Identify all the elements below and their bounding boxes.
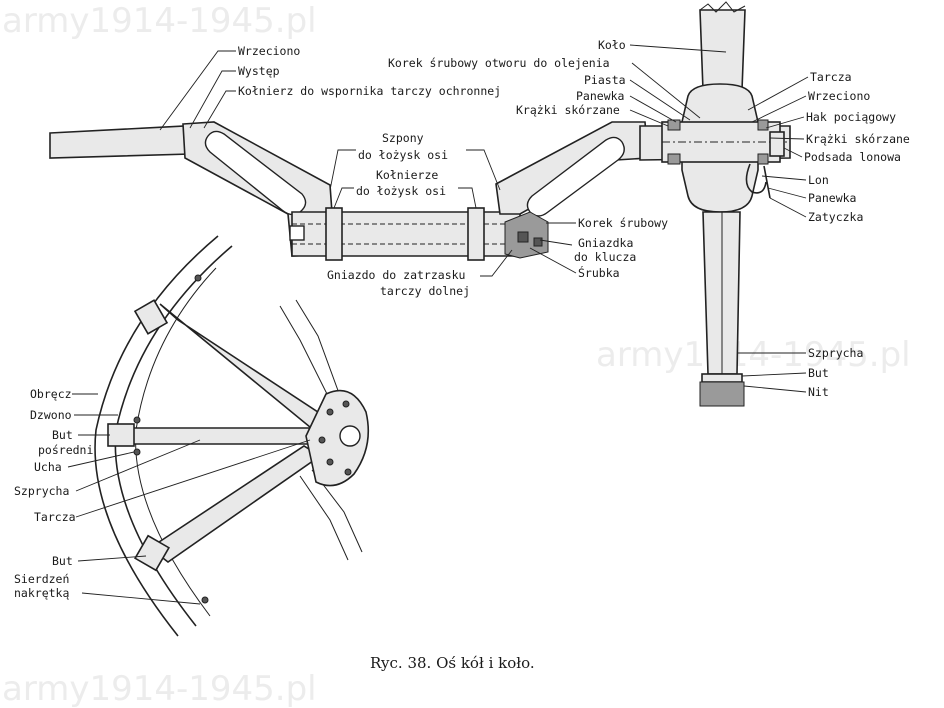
label-kolnierz-wspornika: Kołnierz do wspornika tarczy ochronnej (238, 84, 501, 98)
label-gniazdo-zatrzasku-2: tarczy dolnej (380, 284, 470, 298)
label-kolnierze-1: Kołnierze (376, 168, 438, 182)
label-gniazdka-1: Gniazdka (578, 236, 633, 250)
label-hak: Hak pociągowy (806, 110, 896, 124)
label-sierdzen-2: nakrętką (14, 586, 69, 600)
label-panewka-right: Panewka (808, 191, 856, 205)
label-krazki-right: Krążki skórzane (806, 132, 910, 146)
label-nit: Nit (808, 385, 829, 399)
label-szprycha-hub: Szprycha (808, 346, 863, 360)
label-wrzeciono: Wrzeciono (238, 44, 300, 58)
label-gniazdka-2: do klucza (574, 250, 636, 264)
watermark-top-left: army1914-1945.pl (2, 1, 317, 41)
label-kolo: Koło (598, 38, 626, 52)
wheel-labels: Obręcz Dzwono But pośredni Ucha Szprycha… (14, 387, 311, 605)
label-kolnierze-2: do łożysk osi (356, 184, 446, 198)
label-sierdzen-1: Sierdzeń (14, 572, 69, 586)
label-wrzeciono-hub: Wrzeciono (808, 89, 870, 103)
label-but-posredni-2: pośredni (38, 443, 93, 457)
label-korek-olejenia: Korek śrubowy otworu do olejenia (388, 56, 610, 70)
watermark-bottom-left: army1914-1945.pl (2, 669, 317, 708)
label-szpony-2: do łożysk osi (358, 148, 448, 162)
axle-labels: Wrzeciono Występ Kołnierz do wspornika t… (159, 44, 668, 298)
label-piasta: Piasta (584, 73, 626, 87)
label-but-wheel: But (52, 554, 73, 568)
label-but-hub: But (808, 366, 829, 380)
label-tarcza-hub: Tarcza (810, 70, 852, 84)
label-gniazdo-zatrzasku-1: Gniazdo do zatrzasku (327, 268, 465, 282)
label-szprycha-wheel: Szprycha (14, 484, 69, 498)
figure-caption: Ryc. 38. Oś kół i koło. (370, 654, 535, 672)
label-obrecz: Obręcz (30, 387, 72, 401)
label-but-posredni-1: But (52, 428, 73, 442)
label-zatyczka: Zatyczka (808, 210, 863, 224)
label-podsada: Podsada lonowa (804, 150, 901, 164)
hub-drawing (661, 1, 790, 407)
hub-labels: Koło Korek śrubowy otworu do olejenia Pi… (388, 38, 910, 399)
label-tarcza-wheel: Tarcza (34, 510, 76, 524)
label-korek-srubowy: Korek śrubowy (578, 216, 668, 230)
label-dzwono: Dzwono (30, 408, 72, 422)
label-panewka-left: Panewka (576, 89, 624, 103)
label-ucha: Ucha (34, 460, 62, 474)
watermark-middle-right: army1914-1945.pl (596, 335, 911, 375)
label-srubka: Śrubka (578, 265, 620, 280)
label-szpony-1: Szpony (382, 131, 424, 145)
label-lon: Lon (808, 173, 829, 187)
label-krazki-left: Krążki skórzane (516, 103, 620, 117)
label-wystep: Występ (238, 64, 280, 78)
wheel-drawing (94, 235, 370, 637)
